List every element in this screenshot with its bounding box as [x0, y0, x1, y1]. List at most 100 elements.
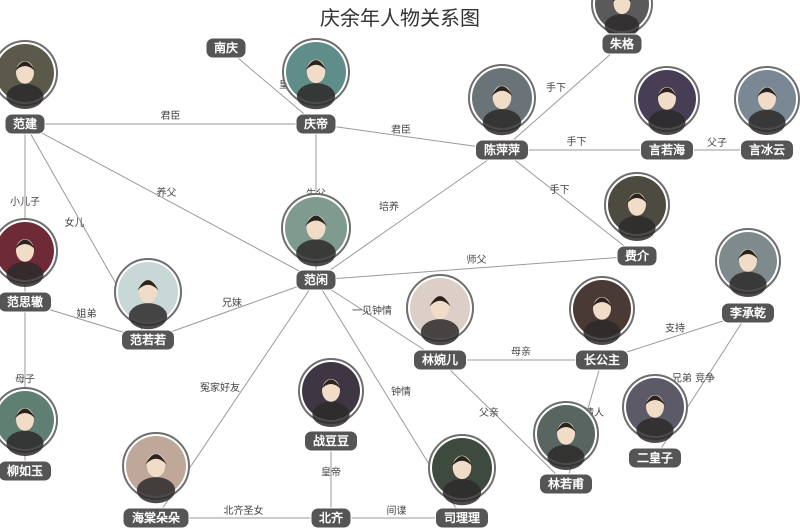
node-pill — [413, 349, 467, 371]
node-label: 范若若 — [130, 332, 166, 347]
edge-line — [147, 279, 317, 341]
avatar — [569, 276, 635, 345]
avatar — [0, 387, 58, 456]
node-label: 范闲 — [304, 272, 328, 287]
node-pill — [640, 139, 694, 161]
node-liuruyu[interactable]: 柳如玉 — [0, 387, 58, 482]
node-pill — [435, 507, 489, 529]
node-yanruohai[interactable]: 言若海 — [634, 66, 700, 161]
edge-label: 培养 — [379, 200, 399, 213]
avatar — [468, 64, 536, 136]
node-label: 海棠朵朵 — [132, 510, 180, 525]
avatar — [634, 66, 700, 135]
node-silili[interactable]: 司理理 — [428, 434, 496, 529]
node-label: 范思辙 — [7, 294, 44, 309]
edge-label: 小儿子 — [10, 196, 40, 208]
edge-label: 北齐圣女 — [224, 504, 264, 517]
node-pill — [0, 291, 52, 313]
edge-chenpingping-zhuge: 手下 — [501, 43, 623, 151]
edge-label: 手下 — [550, 183, 570, 196]
edge-fanxian-linwaner: 一见钟情 — [315, 279, 441, 361]
edge-line — [439, 359, 567, 485]
node-pill — [740, 139, 794, 161]
edge-chenpingping-yanruohai: 手下 — [502, 135, 667, 151]
node-linruofu[interactable]: 林若甫 — [533, 401, 599, 495]
node-label: 李承乾 — [729, 305, 766, 320]
edge-label: 君臣 — [161, 110, 181, 122]
avatar — [122, 432, 190, 504]
edge-label: 父亲 — [479, 406, 499, 419]
node-yanbingyun[interactable]: 言冰云 — [734, 66, 800, 161]
edge-line — [315, 255, 638, 281]
node-zhangongzhu[interactable]: 长公主 — [569, 276, 635, 371]
node-chenpingping[interactable]: 陈萍萍 — [468, 64, 536, 161]
edge-label: 师父 — [467, 253, 487, 266]
edge-label: 女儿 — [65, 216, 85, 229]
edge-label: 冤家好友 — [200, 381, 240, 394]
edge-fanjian-fanxian: 养父 — [24, 123, 317, 281]
edge-label: 手下 — [567, 135, 587, 148]
avatar — [591, 0, 653, 38]
edge-label: 手下 — [546, 81, 566, 94]
edge-label: 兄弟 竞争 — [672, 372, 715, 385]
avatar — [298, 358, 364, 427]
edge-label: 养父 — [157, 186, 177, 199]
node-fanxian[interactable]: 范闲 — [281, 193, 351, 291]
node-beiqi[interactable]: 北齐 — [310, 507, 352, 529]
edge-label: 母子 — [15, 374, 35, 386]
node-pill — [304, 430, 358, 452]
edge-label: 君臣 — [391, 124, 411, 136]
node-linwaner[interactable]: 林婉儿 — [406, 274, 474, 371]
edge-label: 兄妹 — [222, 297, 242, 309]
node-nanqing[interactable]: 南庆 — [205, 37, 247, 59]
node-label: 北齐 — [319, 510, 344, 525]
edge-label: 间谍 — [387, 504, 407, 517]
node-pill — [721, 302, 775, 324]
edge-line — [315, 279, 441, 361]
node-label: 陈萍萍 — [484, 142, 520, 157]
diagram-title: 庆余年人物关系图 — [320, 6, 480, 30]
node-pill — [601, 33, 643, 55]
node-fanjian[interactable]: 范建 — [0, 40, 58, 135]
node-erhuangzi[interactable]: 二皇子 — [622, 374, 688, 469]
node-pill — [295, 113, 337, 135]
edge-chenpingping-feijie: 手下 — [501, 149, 638, 257]
node-label: 柳如玉 — [7, 463, 43, 478]
node-pill — [628, 447, 682, 469]
node-label: 言若海 — [649, 142, 685, 157]
avatar — [533, 401, 599, 470]
node-feijie[interactable]: 费介 — [604, 172, 670, 267]
node-lichengqian[interactable]: 李承乾 — [715, 228, 781, 324]
avatar — [0, 40, 58, 109]
avatar — [715, 228, 781, 297]
avatar — [604, 172, 670, 241]
edge-fanjian-qingdi: 君臣 — [25, 110, 316, 125]
edge-fanxian-feijie: 师父 — [315, 253, 638, 281]
node-pill — [122, 507, 190, 529]
node-zhuge[interactable]: 朱格 — [591, 0, 653, 55]
avatar — [734, 66, 800, 135]
node-haitangduoduo[interactable]: 海棠朵朵 — [122, 432, 190, 529]
edge-label: 一见钟情 — [352, 304, 392, 317]
node-fanruoruo[interactable]: 范若若 — [114, 258, 182, 351]
avatar — [428, 434, 496, 506]
node-label: 林婉儿 — [422, 352, 458, 367]
edge-line — [225, 47, 317, 125]
node-label: 林若甫 — [548, 476, 584, 491]
avatar — [0, 218, 58, 287]
node-zhandoudou[interactable]: 战豆豆 — [298, 358, 364, 452]
edge-zhandoudou-beiqi: 皇帝 — [321, 441, 341, 518]
node-fansizhe[interactable]: 范思辙 — [0, 218, 58, 313]
edge-label: 父子 — [707, 137, 727, 149]
avatar — [406, 274, 474, 346]
node-pill — [205, 37, 247, 59]
avatar — [282, 38, 350, 110]
node-qingdi[interactable]: 庆帝 — [282, 38, 350, 135]
edge-chenpingping-qingdi: 君臣 — [315, 123, 503, 151]
edge-line — [501, 149, 638, 257]
node-label: 费介 — [625, 248, 650, 263]
node-pill — [0, 460, 52, 482]
node-label: 二皇子 — [637, 450, 673, 465]
edge-label: 姐弟 — [77, 307, 97, 320]
